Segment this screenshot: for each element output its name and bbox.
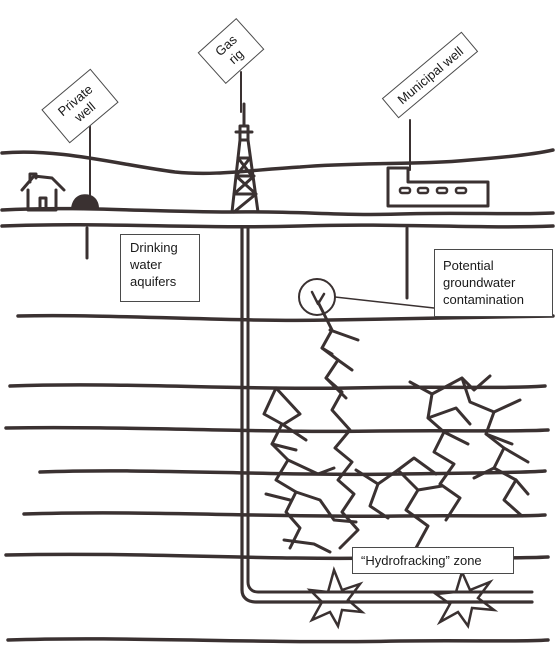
hydrofracking-label-box: “Hydrofracking” zone (352, 547, 514, 574)
contamination-label-line2: groundwater (443, 275, 516, 290)
municipal-windows (398, 186, 468, 195)
contamination-label-line1: Potential (443, 258, 494, 273)
layer-line (6, 637, 550, 644)
private-well-head (71, 194, 99, 209)
fracture-star (306, 566, 366, 630)
layer-line (8, 383, 547, 391)
layer-line (22, 511, 547, 519)
aquifers-label-box: Drinking water aquifers (120, 234, 200, 302)
layer-line (38, 469, 547, 477)
layer-line (4, 425, 550, 434)
aquifers-label-line3: aquifers (130, 274, 177, 289)
contamination-label-line3: contamination (443, 292, 524, 307)
aquifers-label-line1: Drinking (130, 240, 178, 255)
contamination-label-box: Potential groundwater contamination (434, 249, 553, 317)
well-bore (246, 226, 534, 594)
layer-line (0, 206, 555, 217)
fractures (262, 300, 530, 554)
layer-line (0, 222, 555, 229)
hydrofracking-label: “Hydrofracking” zone (361, 553, 482, 568)
gas-rig-tower (230, 102, 260, 214)
municipal-building (386, 166, 490, 208)
well-bore (240, 226, 534, 604)
layer-line (16, 313, 555, 323)
fracture-star (432, 568, 499, 630)
ground-surface (0, 148, 555, 176)
contamination-circle (298, 278, 336, 316)
aquifers-label-line2: water (130, 257, 162, 272)
house (20, 172, 66, 212)
contamination-callout (334, 296, 435, 309)
